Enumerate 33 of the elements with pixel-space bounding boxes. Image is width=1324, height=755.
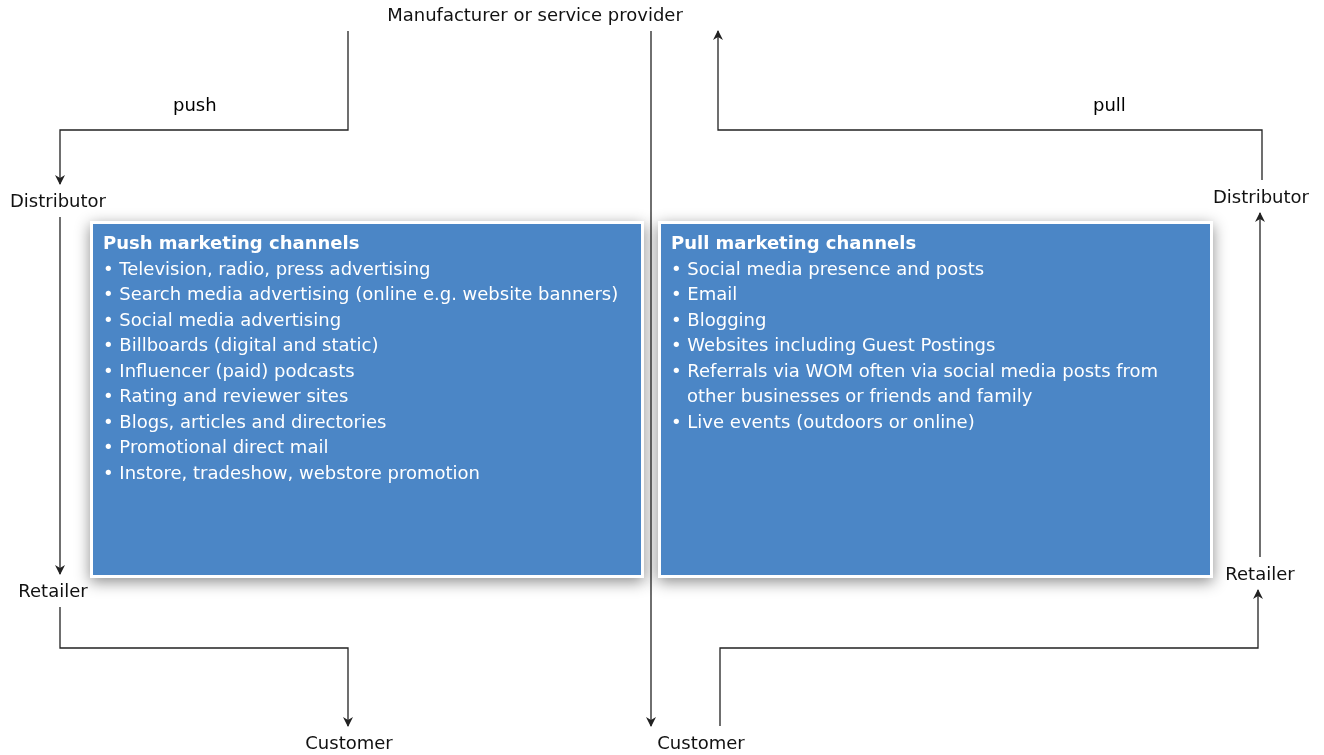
bullet-item: • Live events (outdoors or online) [671,409,976,434]
bullet-item: • Websites including Guest Postings [671,333,997,357]
bullet-item: • Search media advertising (online e.g. website banners) [103,282,620,306]
bullet-item: • Referrals via WOM often via social media posts from other businesses or friends and family [671,358,1160,408]
arrow [55,216,65,575]
bullet-item: • Email [671,282,739,306]
arrow [1255,212,1265,558]
node-label: Retailer [8,580,98,601]
node-label: Customer [284,732,414,753]
bullet-item: • Billboards (digital and static) [103,333,380,357]
arrow [713,30,1263,181]
bullet-item: • Social media advertising [103,307,343,332]
arrow [59,606,353,727]
panel-heading: Push marketing channels [103,231,361,255]
channel-panel [90,221,644,578]
bullet-item: • Television, radio, press advertising [103,256,432,281]
node-label: Retailer [1214,563,1306,584]
arrow [719,589,1263,727]
arrow [646,30,656,727]
channel-panel [658,221,1213,578]
arrow [55,30,349,185]
bullet-item: • Blogging [671,307,768,332]
node-label: Distributor [1204,186,1318,207]
bullet-item: • Influencer (paid) podcasts [103,358,356,383]
bullet-item: • Instore, tradeshow, webstore promotion [103,460,481,485]
bullet-item: • Social media presence and posts [671,256,986,281]
bullet-item: • Rating and reviewer sites [103,384,350,408]
bullet-item: • Blogs, articles and directories [103,409,388,434]
bullet-item: • Promotional direct mail [103,435,330,459]
node-label: Distributor [2,190,114,211]
panel-heading: Pull marketing channels [671,231,918,255]
node-label: Customer [636,732,766,753]
node-label: Manufacturer or service provider [340,4,730,25]
